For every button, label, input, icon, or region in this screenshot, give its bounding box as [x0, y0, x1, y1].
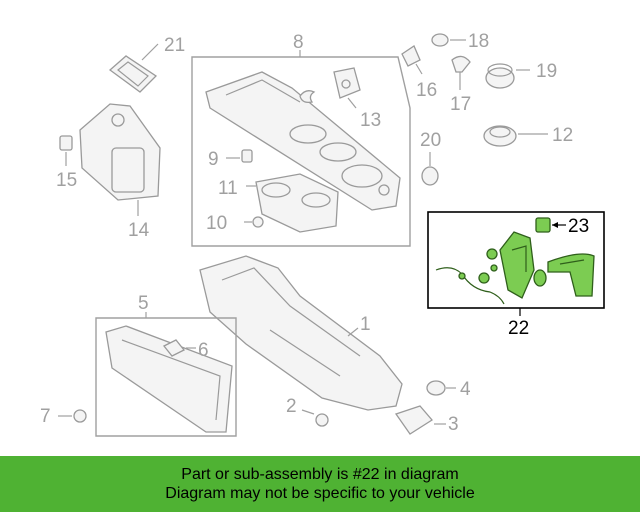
callout-8[interactable]: 8 — [293, 32, 304, 53]
part-17[interactable]: 17 — [450, 55, 471, 115]
part-9[interactable]: 9 — [208, 149, 253, 170]
clip-icon — [299, 90, 316, 104]
group-5-box: 5 — [95, 293, 237, 437]
part-13-clip[interactable]: 13 — [333, 67, 381, 131]
callout-20[interactable]: 20 — [420, 130, 441, 151]
part-14-bezel[interactable]: 14 — [79, 103, 161, 241]
part-18[interactable]: 18 — [431, 31, 489, 52]
callout-10[interactable]: 10 — [206, 213, 227, 234]
info-banner: Part or sub-assembly is #22 in diagram D… — [0, 456, 640, 512]
part-19-cup[interactable]: 19 — [485, 61, 557, 89]
part-10-screw[interactable]: 10 — [206, 213, 264, 234]
callout-23[interactable]: 23 — [568, 216, 589, 237]
callout-6[interactable]: 6 — [198, 340, 209, 361]
callout-5[interactable]: 5 — [138, 293, 149, 314]
banner-line-1: Part or sub-assembly is #22 in diagram — [181, 466, 459, 483]
callout-12[interactable]: 12 — [552, 125, 573, 146]
part-23-highlight[interactable]: 23 — [535, 216, 589, 237]
group-8-box: 8 — [191, 32, 411, 247]
callout-13[interactable]: 13 — [360, 110, 381, 131]
part-7-clip[interactable]: 7 — [40, 406, 87, 427]
part-20[interactable]: 20 — [420, 130, 441, 186]
part-8-upper-panel[interactable] — [205, 71, 401, 211]
callout-19[interactable]: 19 — [536, 61, 557, 82]
part-11-cupholder[interactable]: 11 — [218, 173, 339, 233]
callout-9[interactable]: 9 — [208, 149, 219, 170]
callout-16[interactable]: 16 — [416, 80, 437, 101]
callout-15[interactable]: 15 — [56, 170, 77, 191]
callout-21[interactable]: 21 — [164, 35, 185, 56]
callout-7[interactable]: 7 — [40, 406, 51, 427]
part-21-mat[interactable]: 21 — [108, 35, 185, 93]
part-1-console[interactable]: 1 — [199, 255, 403, 411]
part-12-ring[interactable]: 12 — [483, 125, 573, 147]
banner-line-2: Diagram may not be specific to your vehi… — [165, 485, 475, 502]
callout-17[interactable]: 17 — [450, 94, 471, 115]
callout-1[interactable]: 1 — [360, 314, 371, 335]
part-22-shifter-assembly[interactable] — [435, 231, 595, 305]
part-4-cap[interactable]: 4 — [426, 379, 471, 400]
part-15[interactable]: 15 — [56, 135, 77, 191]
callout-22[interactable]: 22 — [508, 318, 529, 339]
callout-2[interactable]: 2 — [286, 396, 297, 417]
callout-3[interactable]: 3 — [448, 414, 459, 435]
part-3-bracket[interactable]: 3 — [394, 405, 459, 435]
part-2-clip[interactable]: 2 — [286, 396, 329, 427]
parts-diagram: 8 13 9 11 10 — [40, 31, 605, 437]
callout-4[interactable]: 4 — [460, 379, 471, 400]
part-6-clip[interactable]: 6 — [162, 339, 209, 361]
part-5-side-panel[interactable] — [105, 325, 233, 433]
part-16[interactable]: 16 — [401, 45, 437, 101]
callout-14[interactable]: 14 — [128, 220, 150, 241]
callout-18[interactable]: 18 — [468, 31, 489, 52]
callout-11[interactable]: 11 — [218, 178, 238, 199]
